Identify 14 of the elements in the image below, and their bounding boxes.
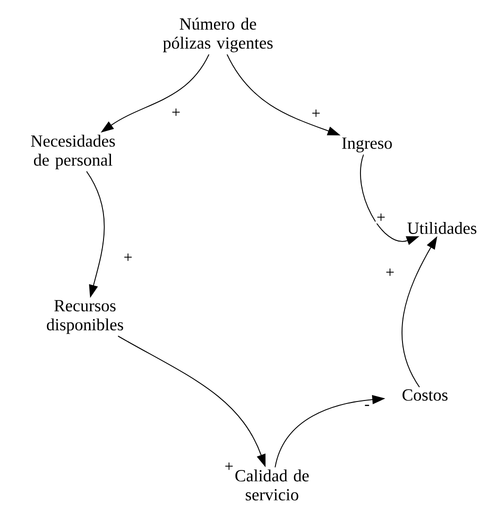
polarity-label: - <box>363 404 371 410</box>
variable-label: Ingreso <box>342 138 392 152</box>
polarity-label: + <box>122 252 134 264</box>
polarity-label: + <box>376 212 387 224</box>
polarity-label: + <box>224 461 234 473</box>
variable-label: Costos <box>402 389 448 401</box>
polarity-label: + <box>310 108 322 120</box>
variable-label: Necesidades de personal <box>31 134 115 170</box>
variable-label: Recursos disponibles <box>46 300 124 334</box>
variable-label: Número de pólizas vigentes <box>163 18 273 52</box>
polarity-label: + <box>384 267 396 279</box>
polarity-label: + <box>170 107 182 118</box>
variable-label: Utilidades <box>407 222 476 234</box>
variable-label: Calidad de servicio <box>235 470 309 500</box>
